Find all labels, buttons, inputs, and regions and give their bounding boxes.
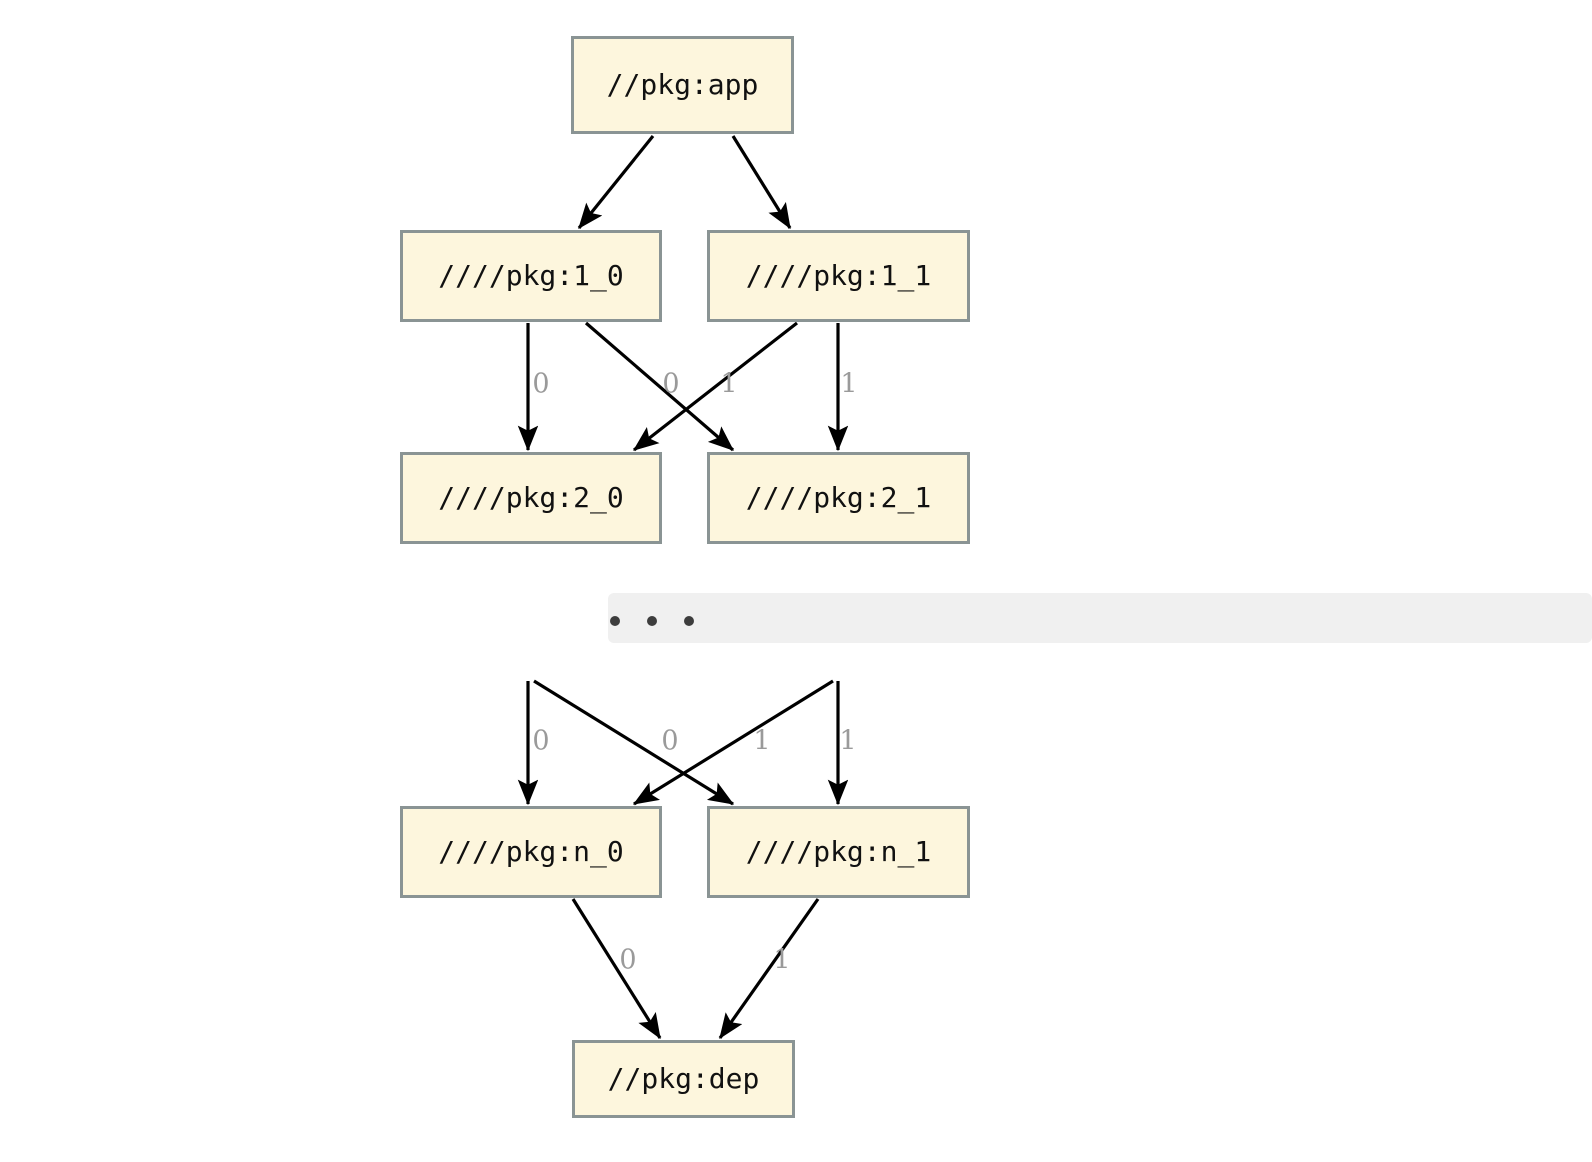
node-dep[interactable]: //pkg:dep [572,1040,795,1118]
edge-e-app-1_1 [731,135,792,230]
node-l1_0[interactable]: ////pkg:1_0 [400,230,662,322]
node-box-app[interactable] [571,36,794,134]
node-box-ln_1[interactable] [707,806,970,898]
node-label-l1_0: ////pkg:1_0 [438,259,623,293]
edge-label-e-top-n_0: 0 [532,726,549,757]
ellipsis-dot-0 [610,616,620,626]
nodes-layer: //pkg:app ////pkg:1_0 ////pkg:1_1 ////pkg:2… [400,36,970,1118]
edge-label-e-1_0-2_0: 0 [532,369,549,400]
node-box-l2_0[interactable] [400,452,662,544]
edge-e-top-n_1 [533,679,735,806]
node-label-dep: //pkg:dep [608,1062,760,1095]
node-label-l1_1: ////pkg:1_1 [746,259,931,293]
edge-label-e-top-n_1: 0 [661,726,678,757]
node-l2_1[interactable]: ////pkg:2_1 [707,452,970,544]
edge-label-e-top2-n_0: 1 [753,726,770,757]
edges-layer [517,134,849,1040]
node-l1_1[interactable]: ////pkg:1_1 [707,230,970,322]
edge-e-app-1_0 [577,134,655,230]
node-box-l1_0[interactable] [400,230,662,322]
node-box-l2_1[interactable] [707,452,970,544]
ellipsis-separator-band [608,593,1592,643]
node-box-ln_0[interactable] [400,806,662,898]
node-ln_1[interactable]: ////pkg:n_1 [707,806,970,898]
edge-e-n_0-dep [571,898,662,1040]
node-label-ln_0: ////pkg:n_0 [438,835,623,869]
node-app[interactable]: //pkg:app [571,36,794,134]
edge-e-n_1-dep [718,898,820,1040]
edge-e-top2-n_0 [632,679,834,806]
edge-e-1_0-2_1 [584,321,735,452]
node-label-ln_1: ////pkg:n_1 [746,835,931,869]
edge-label-e-1_1-2_1: 1 [840,369,857,400]
node-box-dep[interactable] [572,1040,795,1118]
edge-label-e-top2-n_1: 1 [839,726,856,757]
node-label-app: //pkg:app [607,68,759,101]
edge-label-e-n_0-dep: 0 [619,945,636,976]
edge-labels-layer: 0 0 1 1 0 0 1 1 0 1 [532,369,857,976]
edge-label-e-1_1-2_0: 1 [720,369,737,400]
edge-label-e-1_0-2_1: 0 [662,369,679,400]
ellipsis-dot-1 [647,616,657,626]
node-label-l2_0: ////pkg:2_0 [438,481,623,515]
node-ln_0[interactable]: ////pkg:n_0 [400,806,662,898]
node-label-l2_1: ////pkg:2_1 [746,481,931,515]
ellipsis-separator-layer [608,593,1592,643]
ellipsis-dot-2 [684,616,694,626]
node-l2_0[interactable]: ////pkg:2_0 [400,452,662,544]
node-box-l1_1[interactable] [707,230,970,322]
edge-label-e-n_1-dep: 1 [773,945,790,976]
edge-e-1_1-2_0 [632,321,798,452]
